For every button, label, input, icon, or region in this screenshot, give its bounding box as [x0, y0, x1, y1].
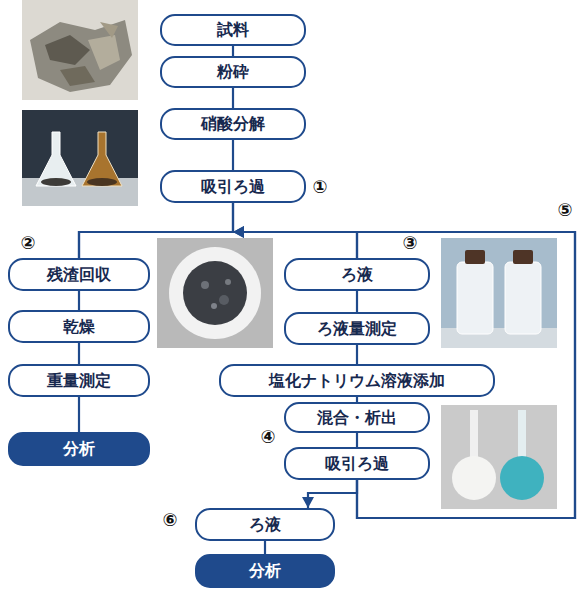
- flow-line: [356, 345, 358, 364]
- residue: [183, 261, 247, 325]
- process-box: 粉砕: [160, 56, 306, 88]
- process-box: 残渣回収: [8, 258, 150, 291]
- bottle: [457, 262, 493, 334]
- callout-number: ⑥: [162, 511, 177, 529]
- photo-background: [22, 0, 138, 100]
- flow-line: [79, 203, 233, 258]
- process-box: ろ液: [195, 508, 335, 541]
- flow-line: [78, 397, 80, 432]
- node-label: 試料: [217, 21, 249, 39]
- callout-number: ⑤: [557, 201, 572, 219]
- bottle-cap: [465, 250, 485, 264]
- arrow-head: [233, 226, 244, 238]
- flow-arrow: [308, 480, 357, 508]
- arrow-head: [233, 226, 244, 238]
- flask-clear: [36, 132, 76, 186]
- node-label: ろ液: [249, 516, 281, 534]
- connector-layer: [79, 46, 575, 554]
- arrow-head: [302, 497, 314, 508]
- debris-pile: [30, 20, 132, 92]
- node-label: 混合・析出: [317, 409, 397, 427]
- flask-neck: [470, 410, 478, 460]
- filtrate-photo: [441, 238, 557, 348]
- photo-background: [441, 405, 557, 509]
- sample-box: 試料: [160, 14, 306, 46]
- dish: [169, 247, 261, 339]
- node-label: 分析: [249, 562, 281, 580]
- flow-line: [233, 203, 357, 258]
- flow-line: [78, 291, 80, 310]
- node-label: ろ液量測定: [317, 320, 397, 338]
- sediment: [41, 178, 71, 186]
- residue-grain: [219, 295, 229, 305]
- process-box: 塩化ナトリウム溶液添加: [219, 364, 495, 397]
- flow-line: [264, 541, 266, 554]
- debris-piece: [88, 35, 120, 70]
- process-box: ろ液: [284, 258, 430, 291]
- flask-neck: [518, 410, 526, 460]
- photo-background: [441, 238, 557, 348]
- flow-line: [356, 291, 358, 312]
- flow-line: [78, 343, 80, 364]
- callout-number: ④: [260, 428, 275, 446]
- flask-white: [452, 456, 496, 500]
- analysis-box: 分析: [195, 554, 335, 588]
- analysis-box: 分析: [8, 432, 150, 466]
- process-box: ろ液量測定: [284, 312, 430, 345]
- flow-line: [232, 46, 234, 56]
- callout-number: ①: [312, 178, 327, 196]
- flow-line: [356, 433, 358, 447]
- node-label: 吸引ろ過: [325, 455, 389, 473]
- process-box: 吸引ろ過: [284, 447, 430, 480]
- node-label: 乾燥: [63, 318, 95, 336]
- node-label: 残渣回収: [47, 266, 111, 284]
- debris-piece: [45, 35, 90, 65]
- flask-cyan: [500, 456, 544, 500]
- callout-number: ③: [402, 234, 417, 252]
- process-box: 乾燥: [8, 310, 150, 343]
- residue-photo: [157, 238, 273, 348]
- bottle-cap: [513, 250, 533, 264]
- debris-piece: [60, 66, 95, 86]
- process-box: 重量測定: [8, 364, 150, 397]
- node-label: 重量測定: [47, 372, 111, 390]
- node-label: ろ液: [341, 266, 373, 284]
- flow-arrow: [79, 232, 575, 518]
- residue-grain: [225, 279, 231, 285]
- node-label: 吸引ろ過: [201, 178, 265, 196]
- residue-grain: [201, 281, 209, 289]
- process-box: 吸引ろ過: [160, 170, 306, 203]
- sediment: [87, 178, 117, 186]
- bottle: [505, 262, 541, 334]
- residue-grain: [211, 303, 217, 309]
- callout-number: ②: [20, 234, 35, 252]
- node-label: 分析: [63, 440, 95, 458]
- node-label: 塩化ナトリウム溶液添加: [269, 372, 445, 390]
- flask-amber: [82, 132, 122, 186]
- process-box: 混合・析出: [284, 402, 430, 433]
- node-label: 硝酸分解: [201, 115, 265, 133]
- node-label: 粉砕: [217, 63, 249, 81]
- photo-background: [157, 238, 273, 348]
- debris-piece: [100, 22, 118, 38]
- process-box: 硝酸分解: [160, 108, 306, 140]
- flow-line: [232, 88, 234, 108]
- sample-photo: [22, 0, 138, 100]
- photo-background: [22, 110, 138, 206]
- precipitation-photo: [441, 405, 557, 509]
- flow-arrow: [233, 232, 575, 518]
- digestion-photo: [22, 110, 138, 206]
- flow-line: [232, 140, 234, 170]
